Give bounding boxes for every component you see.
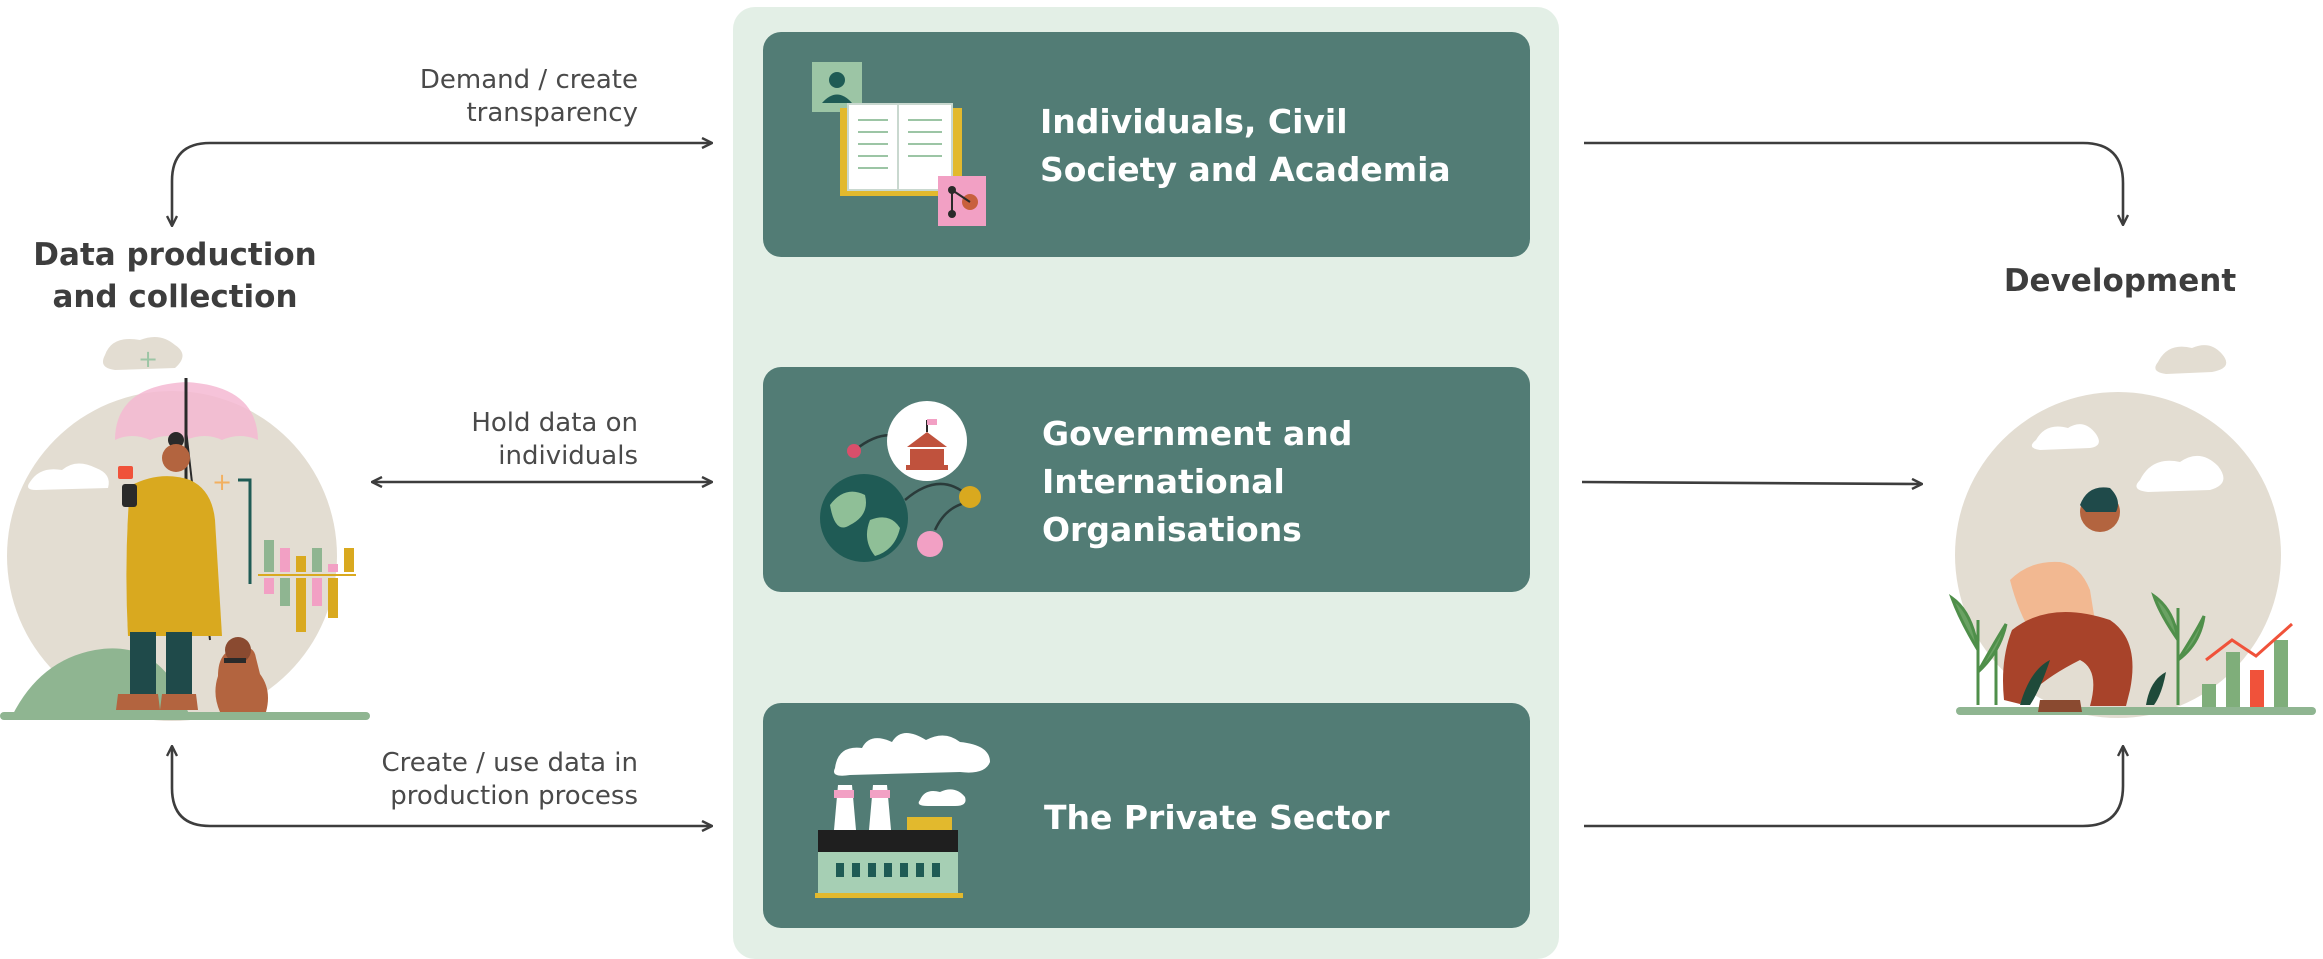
- arrow-transparency: [172, 143, 712, 226]
- card-private-sector-label: The Private Sector: [1044, 798, 1390, 837]
- arrow-private-development: [1584, 746, 2123, 828]
- card-government: [763, 367, 1530, 592]
- svg-text:+: +: [212, 468, 232, 496]
- svg-text:+: +: [138, 345, 158, 373]
- arrow-individuals-development: [1584, 141, 2123, 225]
- arrow-production: [172, 746, 712, 826]
- left-node-title: Data production and collection: [33, 237, 317, 315]
- right-node-title: Development: [2003, 263, 2237, 299]
- card-government-label: Government and International Organisatio…: [1042, 414, 1353, 549]
- edge-label-hold-data: Hold data on individuals: [471, 408, 638, 471]
- arrow-government-development: [1581, 482, 1922, 484]
- edge-label-transparency: Demand / create transparency: [419, 65, 638, 128]
- card-individuals-label: Individuals, Civil Society and Academia: [1040, 102, 1451, 189]
